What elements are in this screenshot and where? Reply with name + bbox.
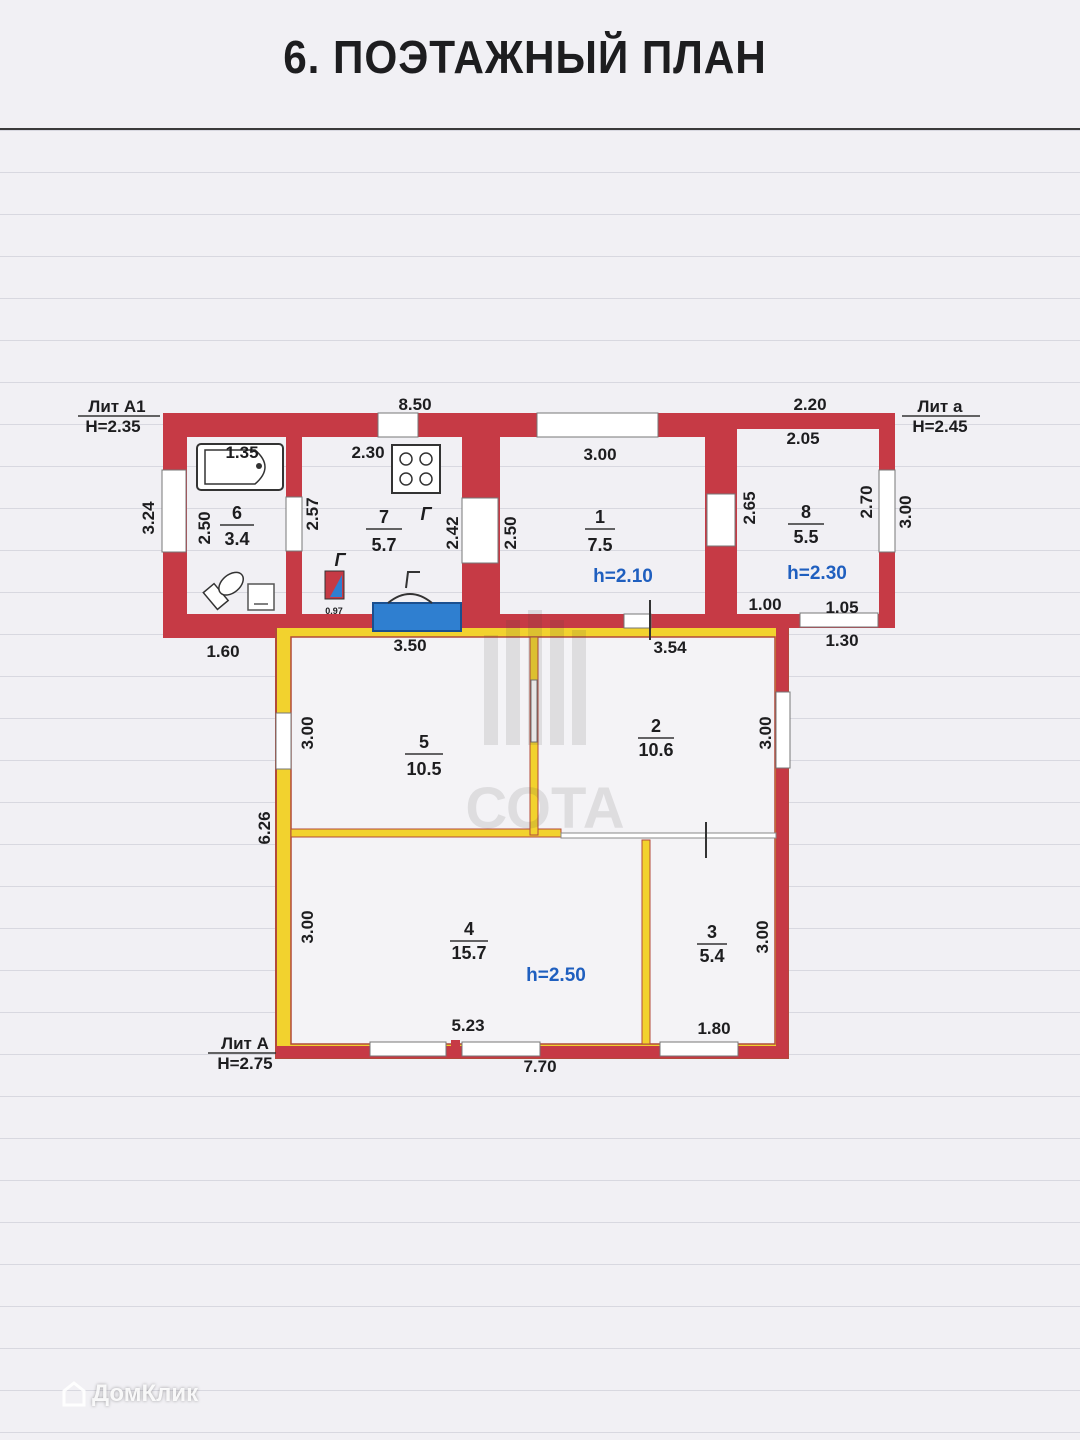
watermark-text: ДомКлик	[92, 1380, 199, 1407]
room-7-number: 7	[379, 507, 389, 527]
lit-a1-height: H=2.35	[85, 417, 140, 436]
lit-a-small-height: H=2.45	[912, 417, 967, 436]
dim-room3-right: 3.00	[753, 920, 772, 953]
room-5-number: 5	[419, 732, 429, 752]
bathtub-icon	[196, 443, 284, 491]
window-room3	[659, 1041, 739, 1057]
dim-room4-left: 3.00	[298, 910, 317, 943]
lit-a-structure	[275, 623, 791, 1059]
dim-room8-inner: 2.05	[786, 429, 819, 448]
lit-a-small-name: Лит а	[918, 397, 963, 416]
door-1-8	[706, 493, 736, 547]
stove-icon	[391, 444, 441, 494]
gas-symbol-chimney: Г	[334, 550, 346, 570]
dim-room7-width: 2.30	[351, 443, 384, 462]
room-5-area: 10.5	[406, 759, 441, 779]
dim-right-outer: 3.00	[896, 495, 915, 528]
dimension-labels: 8.50 2.20 2.05 3.00 2.30 1.35 1.00 1.05 …	[139, 395, 915, 1076]
door-room8	[799, 612, 879, 628]
room-4-height: h=2.50	[526, 965, 586, 986]
dim-room3-bottom: 1.80	[697, 1019, 730, 1038]
window-room6	[161, 469, 187, 553]
lit-a-height: H=2.75	[217, 1054, 272, 1073]
dim-wall-7-1: 2.42	[443, 516, 462, 549]
title-divider	[0, 128, 1080, 130]
room-8-height: h=2.30	[787, 563, 847, 584]
room-6-number: 6	[232, 503, 242, 523]
dim-bottom-total: 7.70	[523, 1057, 556, 1076]
dim-a1-bottom: 1.60	[206, 642, 239, 661]
dim-room8-b1: 1.00	[748, 595, 781, 614]
dim-wall-1-8: 2.65	[740, 491, 759, 524]
room-6-area: 3.4	[224, 529, 249, 549]
room-1-height: h=2.10	[593, 566, 653, 587]
window-room4-a	[369, 1041, 447, 1057]
window-room1	[536, 412, 659, 438]
dim-left-a1: 3.24	[139, 501, 158, 535]
cota-watermark: СОТА	[465, 610, 625, 841]
domclick-watermark: ДомКлик	[62, 1380, 198, 1408]
room-2-number: 2	[651, 716, 661, 736]
room-4-area: 15.7	[451, 943, 486, 963]
toilet-icon	[202, 571, 245, 611]
lit-a-right-band	[776, 624, 788, 1058]
room-2-area: 10.6	[638, 740, 673, 760]
dim-room6-inner: 2.50	[195, 511, 214, 544]
page-title: 6. ПОЭТАЖНЫЙ ПЛАН	[283, 31, 767, 83]
window-room8	[878, 469, 896, 553]
room-labels: 1 7.5 h=2.10 2 10.6 3 5.4 4 15.7 h=2.50 …	[220, 502, 847, 986]
dim-bath: 1.35	[225, 443, 258, 462]
door-6-7	[285, 496, 303, 552]
window-room5	[275, 712, 292, 770]
dim-lit-a-left: 6.26	[255, 811, 274, 844]
watermark-logo-text: СОТА	[465, 776, 624, 841]
sink-icon	[247, 583, 275, 611]
dim-room8-right: 2.70	[857, 485, 876, 518]
lit-a-name: Лит А	[221, 1034, 269, 1053]
south-wall-a1	[163, 614, 275, 638]
room-3-number: 3	[707, 922, 717, 942]
dim-room2-right: 3.00	[756, 716, 775, 749]
window-room4-b	[461, 1041, 541, 1057]
gas-meter-icon	[387, 593, 433, 604]
heater-icon	[372, 602, 462, 632]
room-3-area: 5.4	[699, 946, 724, 966]
lit-a-small-structure	[735, 413, 896, 628]
dim-room2-top: 3.54	[653, 638, 687, 657]
door-1-2	[623, 613, 652, 629]
wall-4-3	[641, 839, 651, 1045]
chimney-size: 0.97	[325, 606, 343, 616]
dim-room5-top: 3.50	[393, 636, 426, 655]
fixtures	[196, 443, 462, 632]
dim-wall-6-7: 2.57	[303, 497, 322, 530]
room-8-area: 5.5	[793, 527, 818, 547]
room-1-area: 7.5	[587, 535, 612, 555]
house-icon	[62, 1381, 86, 1407]
door-5-2	[530, 679, 538, 743]
dim-room8-b3: 1.30	[825, 631, 858, 650]
partition-2-3	[560, 832, 777, 839]
window-room7	[377, 412, 419, 438]
room-4-number: 4	[464, 919, 474, 939]
door-7-1	[461, 497, 499, 564]
room-1-number: 1	[595, 507, 605, 527]
window-room2	[775, 691, 791, 769]
gas-symbol-room7: Г	[420, 504, 432, 524]
pier-room4	[451, 1040, 460, 1054]
dim-top-right: 2.20	[793, 395, 826, 414]
lit-a1-structure	[161, 412, 785, 640]
dim-room8-b2: 1.05	[825, 598, 858, 617]
room-7-area: 5.7	[371, 535, 396, 555]
dim-room4-bottom: 5.23	[451, 1016, 484, 1035]
room-8-number: 8	[801, 502, 811, 522]
lit-a1-name: Лит А1	[88, 397, 145, 416]
room8-north	[735, 413, 895, 429]
dim-room5-left: 3.00	[298, 716, 317, 749]
bathtub-basin	[204, 449, 266, 485]
dim-room1-width: 3.00	[583, 445, 616, 464]
dim-top-total: 8.50	[398, 395, 431, 414]
dim-wall-1-left: 2.50	[501, 516, 520, 549]
